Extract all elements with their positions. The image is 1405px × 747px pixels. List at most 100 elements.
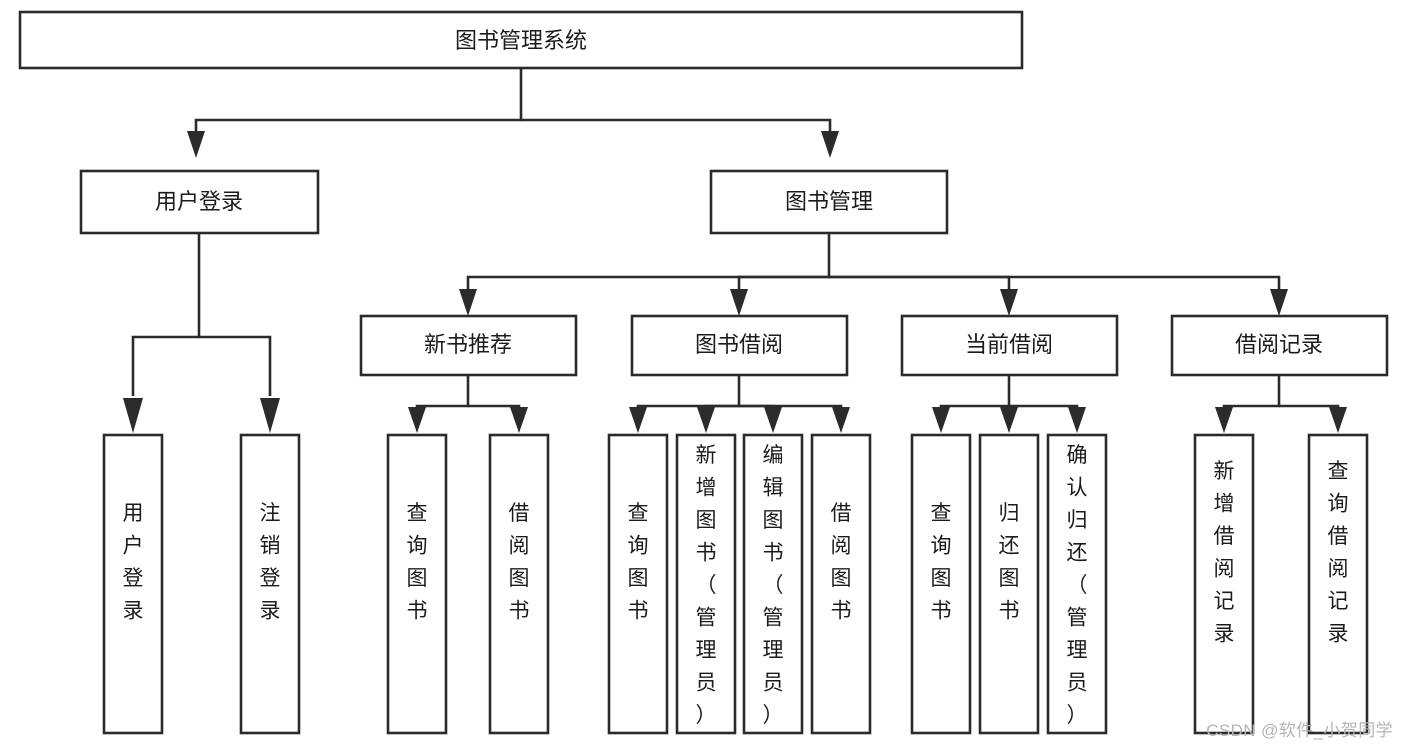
leaf-node-query-book-2[interactable]: 查询图书 [607,433,669,735]
connector-root-to-book-management [521,118,832,132]
leaf-node-borrow-book-2-box[interactable] [810,433,872,735]
leaf-node-confirm-return[interactable]: 确认归还（管理员） [1046,433,1108,735]
connector-group-root [187,68,839,158]
connector-bookmgmt-to-current-borrow [829,275,1011,290]
leaf-node-add-book[interactable]: 新增图书（管理员） [675,433,737,735]
connector-bookmgmt-to-borrow-record [829,275,1281,290]
connector-group-borrow-record [1215,375,1347,433]
node-current-borrow[interactable]: 当前借阅 [900,314,1119,377]
leaf-node-edit-book[interactable]: 编辑图书（管理员） [742,433,804,735]
arrow-head-leaf-query-book-2 [629,407,647,433]
connector-bookborrow-to-leaf4 [739,404,843,410]
leaf-node-user-login-label: 用户登录 [123,502,144,623]
connector-bookmgmt-to-new-book [466,233,831,290]
leaf-node-query-book-2-box[interactable] [607,433,669,735]
leaf-node-add-book-box[interactable] [675,433,737,735]
node-current-borrow-box[interactable] [900,314,1119,377]
leaf-node-query-borrow-record-label: 查询借阅记录 [1328,460,1349,646]
connector-userlogin-to-leaf2 [199,335,272,396]
leaf-node-logout-login-box[interactable] [239,433,301,735]
connector-borrowrecord-to-leaf2 [1279,404,1340,410]
node-borrow-record-box[interactable] [1170,314,1389,377]
node-user-login[interactable]: 用户登录 [79,169,320,235]
leaf-node-borrow-book-1-label: 借阅图书 [509,502,530,623]
leaf-node-borrow-book-2-label: 借阅图书 [831,502,852,623]
leaf-node-query-book-1-label: 查询图书 [407,502,428,623]
node-current-borrow-label: 当前借阅 [965,332,1053,357]
arrow-head-new-book-recommend [459,289,477,316]
leaf-node-edit-book-label: 编辑图书（管理员） [763,444,784,727]
node-borrow-record-label: 借阅记录 [1235,332,1323,357]
node-book-borrow-label: 图书借阅 [695,332,783,357]
leaf-node-user-login[interactable]: 用户登录 [102,433,164,735]
connector-group-user-login [123,233,280,433]
node-root-box[interactable] [18,10,1024,70]
leaf-node-add-borrow-record-label: 新增借阅记录 [1214,460,1235,646]
arrow-head-user-login [187,131,205,158]
leaf-node-query-book-1[interactable]: 查询图书 [386,433,448,735]
arrow-head-leaf-confirm-return [1068,407,1086,433]
arrow-head-leaf-borrow-book-1 [510,407,528,433]
node-root-label: 图书管理系统 [455,28,587,53]
leaf-node-query-book-2-label: 查询图书 [628,502,649,623]
node-book-management-label: 图书管理 [785,189,873,214]
connector-currentborrow-to-leaf1 [939,375,1011,410]
leaf-node-query-borrow-record[interactable]: 查询借阅记录 [1307,433,1369,735]
leaf-node-user-login-box[interactable] [102,433,164,735]
leaf-node-borrow-book-1[interactable]: 借阅图书 [488,433,550,735]
arrow-head-leaf-user-login [123,398,143,433]
csdn-watermark: CSDN @软件_小贺同学 [1206,721,1393,740]
leaf-node-borrow-book-2[interactable]: 借阅图书 [810,433,872,735]
leaf-node-return-book-box[interactable] [978,433,1040,735]
node-new-book-recommend[interactable]: 新书推荐 [359,314,578,377]
leaf-node-query-book-3-box[interactable] [910,433,972,735]
arrow-head-leaf-edit-book [764,407,782,433]
connector-group-book-management [459,233,1288,316]
node-book-management[interactable]: 图书管理 [709,169,949,235]
arrow-head-leaf-query-borrow-record [1329,407,1347,433]
connector-group-current-borrow [932,375,1086,433]
node-book-borrow-box[interactable] [630,314,849,377]
arrow-head-leaf-borrow-book-2 [832,407,850,433]
leaf-node-borrow-book-1-box[interactable] [488,433,550,735]
arrow-head-leaf-add-book [697,407,715,433]
arrow-head-leaf-logout-login [260,398,280,433]
leaf-node-add-borrow-record-box[interactable] [1193,433,1255,735]
leaf-node-return-book-label: 归还图书 [999,502,1020,623]
node-user-login-box[interactable] [79,169,320,235]
connector-currentborrow-to-leaf3 [1009,404,1079,410]
leaf-node-edit-book-box[interactable] [742,433,804,735]
arrow-head-leaf-return-book [1000,407,1018,433]
connector-root-to-user-login [194,68,523,132]
leaf-node-confirm-return-box[interactable] [1046,433,1108,735]
arrow-head-borrow-record [1270,289,1288,316]
node-borrow-record[interactable]: 借阅记录 [1170,314,1389,377]
arrow-head-leaf-add-borrow-record [1215,407,1233,433]
node-user-login-label: 用户登录 [155,189,243,214]
arrow-head-leaf-query-book-3 [932,407,950,433]
node-root[interactable]: 图书管理系统 [18,10,1024,70]
leaf-node-logout-login[interactable]: 注销登录 [239,433,301,735]
node-book-borrow[interactable]: 图书借阅 [630,314,849,377]
leaf-node-logout-login-label: 注销登录 [260,502,281,623]
leaf-node-query-book-3-label: 查询图书 [931,502,952,623]
leaf-node-query-book-3[interactable]: 查询图书 [910,433,972,735]
connector-group-new-book-recommend [408,375,528,433]
leaf-node-query-book-1-box[interactable] [386,433,448,735]
arrow-head-current-borrow [1000,289,1018,316]
node-new-book-recommend-box[interactable] [359,314,578,377]
leaf-node-confirm-return-label: 确认归还（管理员） [1067,444,1088,727]
connector-userlogin-to-leaf1 [131,233,201,396]
leaf-node-query-borrow-record-box[interactable] [1307,433,1369,735]
node-book-management-box[interactable] [709,169,949,235]
leaf-node-add-borrow-record[interactable]: 新增借阅记录 [1193,433,1255,735]
connector-bookmgmt-to-book-borrow [737,275,829,290]
node-new-book-recommend-label: 新书推荐 [424,332,512,357]
arrow-head-leaf-query-book-1 [408,407,426,433]
connector-group-book-borrow [629,375,850,433]
arrow-head-book-management [821,131,839,158]
leaf-node-add-book-label: 新增图书（管理员） [696,444,717,727]
leaf-node-return-book[interactable]: 归还图书 [978,433,1040,735]
